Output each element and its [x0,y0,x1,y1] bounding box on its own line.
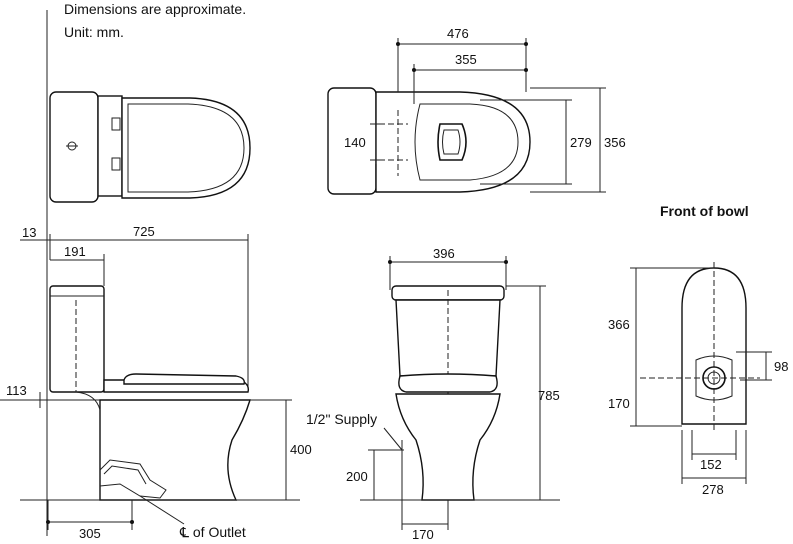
front-of-bowl-title: Front of bowl [660,203,749,219]
dim-305: 305 [79,526,101,541]
dim-170-front: 170 [412,527,434,542]
dim-13: 13 [22,225,37,240]
dim-366: 366 [608,317,630,332]
note-unit: Unit: mm. [64,24,124,40]
dim-725: 725 [133,224,155,239]
note-approximate: Dimensions are approximate. [64,1,247,17]
dim-278: 278 [702,482,724,497]
dim-191: 191 [64,244,86,259]
dim-356: 356 [604,135,626,150]
dim-355: 355 [455,52,477,67]
dim-200: 200 [346,469,368,484]
dim-152: 152 [700,457,722,472]
dim-170-bowl: 170 [608,396,630,411]
front-of-bowl-view [630,262,772,484]
dim-98: 98 [774,359,789,374]
dim-785: 785 [538,388,560,403]
side-elevation [0,234,300,530]
dim-476: 476 [447,26,469,41]
dim-396: 396 [433,246,455,261]
dim-400: 400 [290,442,312,457]
dim-279: 279 [570,135,592,150]
dim-140: 140 [344,135,366,150]
dim-113: 113 [6,383,27,398]
front-elevation [360,256,560,530]
supply-label: 1/2" Supply [306,411,378,427]
outlet-label: ℄ of Outlet [180,524,246,540]
plan-view-side [46,10,251,536]
plan-view-top [327,38,606,195]
